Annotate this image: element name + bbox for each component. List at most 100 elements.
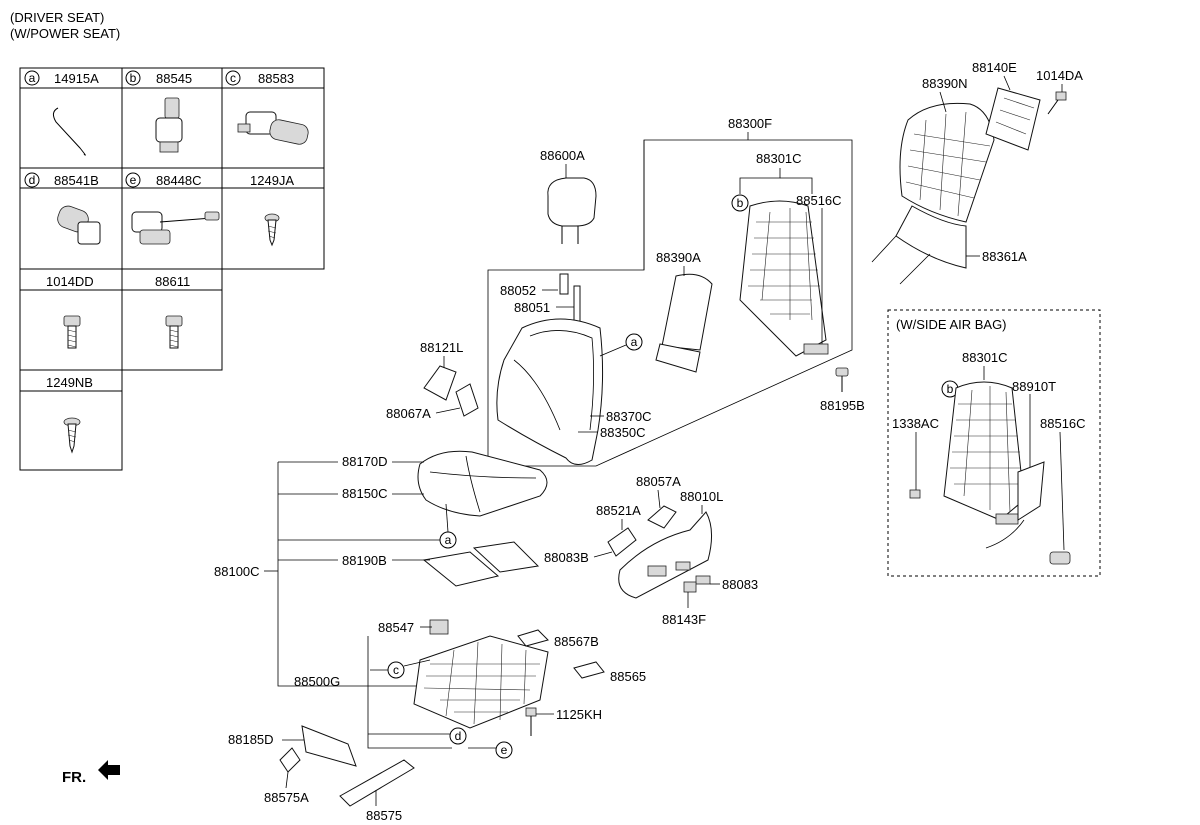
side-airbag-module xyxy=(985,461,1045,549)
legend-part-88583: 88583 xyxy=(258,71,294,86)
label-88067A: 88067A xyxy=(386,406,431,421)
hook-wire-illustration xyxy=(52,107,86,156)
bolt-88611-illustration xyxy=(165,315,183,349)
legend-callout-c: c xyxy=(225,70,241,86)
label-88195B: 88195B xyxy=(820,398,865,413)
label-88575A: 88575A xyxy=(264,790,309,805)
airbag-label-88910T: 88910T xyxy=(1012,379,1056,394)
label-88370C: 88370C xyxy=(606,409,652,424)
airbag-label-1338AC: 1338AC xyxy=(892,416,939,431)
callout-b-airbag: b xyxy=(941,380,959,398)
svg-text:a: a xyxy=(631,335,638,349)
label-88547: 88547 xyxy=(378,620,414,635)
label-88350C: 88350C xyxy=(600,425,646,440)
legend-callout-a: a xyxy=(24,70,40,86)
back-panel xyxy=(899,102,995,223)
callout-b-backrest: b xyxy=(731,194,749,212)
callout-d-track: d xyxy=(449,727,467,745)
label-1125KH: 1125KH xyxy=(556,707,602,722)
svg-text:d: d xyxy=(455,729,462,743)
svg-text:e: e xyxy=(501,743,508,757)
label-88390N: 88390N xyxy=(922,76,968,91)
svg-text:e: e xyxy=(130,173,137,187)
front-arrow-icon xyxy=(98,760,120,780)
legend-part-14915A: 14915A xyxy=(54,71,99,86)
rail-cover-88575 xyxy=(339,759,415,807)
label-1014DA: 1014DA xyxy=(1036,68,1083,83)
cushion-bracket xyxy=(277,461,442,687)
screw-1249NB-illustration xyxy=(63,417,81,454)
label-88390A: 88390A xyxy=(656,250,701,265)
svg-text:b: b xyxy=(130,71,137,85)
front-direction-label: FR. xyxy=(62,769,86,786)
label-88521A: 88521A xyxy=(596,503,641,518)
seat-track-assembly xyxy=(413,619,549,729)
airbag-label-88516C: 88516C xyxy=(1040,416,1086,431)
legend-part-88541B: 88541B xyxy=(54,173,99,188)
legend-part-88545: 88545 xyxy=(156,71,192,86)
airbag-connector xyxy=(1049,551,1071,565)
back-board xyxy=(871,205,967,285)
bolt-1014DD-illustration xyxy=(63,315,81,349)
bolt-88195B xyxy=(835,367,849,392)
label-88516C: 88516C xyxy=(796,193,842,208)
label-88100C: 88100C xyxy=(214,564,260,579)
backrest-group-frame xyxy=(487,139,853,467)
callout-c-track: c xyxy=(387,661,405,679)
airbag-screw xyxy=(909,489,921,499)
label-88010L: 88010L xyxy=(680,489,723,504)
svg-text:c: c xyxy=(393,663,399,677)
airbag-title: (W/SIDE AIR BAG) xyxy=(896,317,1007,332)
switch-knob xyxy=(607,527,637,557)
legend-part-1014DD: 1014DD xyxy=(46,274,94,289)
switch-bracket xyxy=(647,505,677,529)
header-power-seat: (W/POWER SEAT) xyxy=(10,26,120,41)
label-88300F: 88300F xyxy=(728,116,772,131)
label-88057A: 88057A xyxy=(636,474,681,489)
airbag-label-88301C: 88301C xyxy=(962,350,1008,365)
recliner-cover xyxy=(423,365,479,417)
svg-text:a: a xyxy=(29,71,36,85)
legend-callout-b: b xyxy=(125,70,141,86)
callout-a-cushion: a xyxy=(439,531,457,549)
legend-callout-e: e xyxy=(125,172,141,188)
heater-mat xyxy=(422,541,540,587)
label-88051: 88051 xyxy=(514,300,550,315)
side-shield xyxy=(618,511,712,599)
screw-1014DA xyxy=(1047,91,1067,115)
legend-part-88448C: 88448C xyxy=(156,173,202,188)
label-88143F: 88143F xyxy=(662,612,706,627)
label-88575: 88575 xyxy=(366,808,402,820)
cover-88565 xyxy=(573,661,605,679)
legend-table xyxy=(19,67,325,471)
legend-part-1249JA: 1249JA xyxy=(250,173,294,188)
callout-a-backrest: a xyxy=(625,333,643,351)
lumbar-pad xyxy=(655,273,713,373)
legend-callout-d: d xyxy=(24,172,40,188)
label-88190B: 88190B xyxy=(342,553,387,568)
callout-e-track: e xyxy=(495,741,513,759)
label-88500G: 88500G xyxy=(294,674,340,689)
label-88600A: 88600A xyxy=(540,148,585,163)
screw-1249JA-illustration xyxy=(264,213,280,247)
cushion-cover xyxy=(417,450,548,517)
label-88150C: 88150C xyxy=(342,486,388,501)
svg-text:b: b xyxy=(737,196,744,210)
backrest-frame xyxy=(739,200,829,357)
motor-b-illustration xyxy=(155,97,183,153)
svg-text:a: a xyxy=(445,533,452,547)
bolt-1125KH xyxy=(525,707,537,736)
legend-part-88611: 88611 xyxy=(155,274,190,289)
switch-knob-small xyxy=(695,575,711,585)
motor-c-illustration xyxy=(237,111,309,145)
label-88185D: 88185D xyxy=(228,732,274,747)
header-driver-seat: (DRIVER SEAT) xyxy=(10,10,104,25)
label-88052: 88052 xyxy=(500,283,536,298)
label-88170D: 88170D xyxy=(342,454,388,469)
label-88083: 88083 xyxy=(722,577,758,592)
svg-text:c: c xyxy=(230,71,236,85)
switch-panel xyxy=(683,581,697,593)
headrest xyxy=(547,177,597,244)
